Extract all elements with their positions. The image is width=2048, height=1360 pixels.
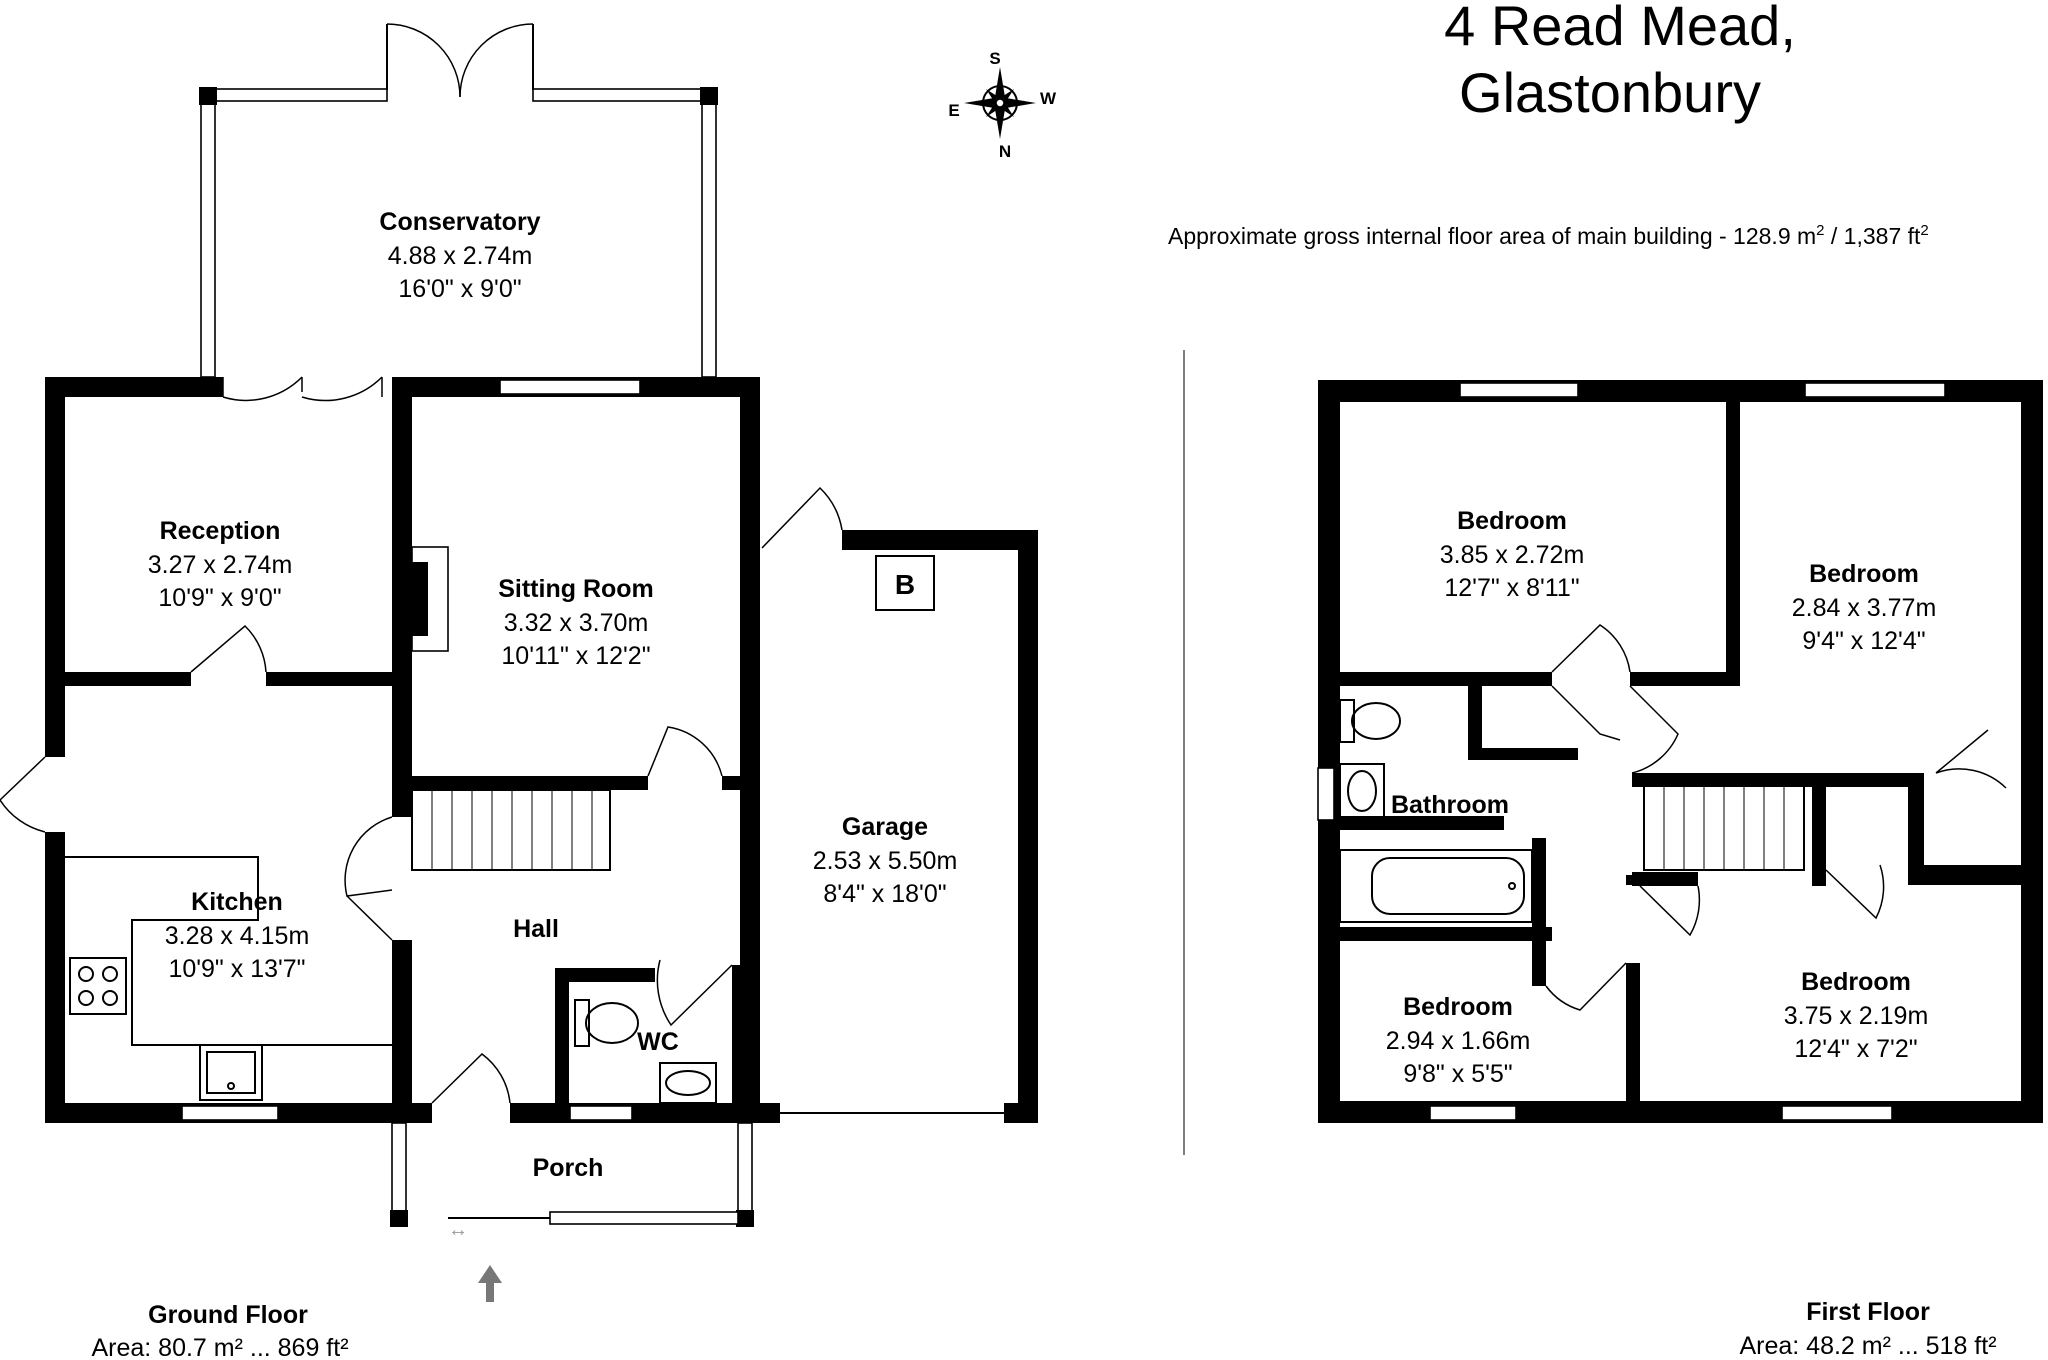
first-floor-plan bbox=[1317, 380, 2043, 1123]
bedroom-1-metric: 3.85 x 2.72m bbox=[1440, 541, 1585, 569]
hall-name: Hall bbox=[513, 915, 559, 943]
bathroom-fixtures bbox=[1339, 699, 1533, 923]
conservatory-imperial: 16'0" x 9'0" bbox=[398, 275, 521, 303]
reception-metric: 3.27 x 2.74m bbox=[148, 551, 293, 579]
bedroom-3-name: Bedroom bbox=[1801, 968, 1911, 996]
bedroom-1-imperial: 12'7" x 8'11" bbox=[1444, 574, 1579, 602]
bedroom-3-metric: 3.75 x 2.19m bbox=[1784, 1002, 1929, 1030]
reception-name: Reception bbox=[160, 517, 281, 545]
garage-imperial: 8'4" x 18'0" bbox=[823, 880, 946, 908]
conservatory-metric: 4.88 x 2.74m bbox=[388, 242, 533, 270]
bedroom-4-metric: 2.94 x 1.66m bbox=[1386, 1027, 1531, 1055]
ground-floor-label: Ground Floor bbox=[148, 1301, 308, 1329]
compass-icon bbox=[964, 67, 1036, 139]
kitchen-units bbox=[65, 856, 392, 1101]
bathroom-name: Bathroom bbox=[1391, 791, 1509, 819]
stairs-ground bbox=[411, 789, 611, 871]
gross-area-text: Approximate gross internal floor area of… bbox=[1168, 222, 1929, 249]
kitchen-metric: 3.28 x 4.15m bbox=[165, 922, 310, 950]
bedroom-2-metric: 2.84 x 3.77m bbox=[1792, 594, 1937, 622]
garage-name: Garage bbox=[842, 813, 928, 841]
wc-fixtures bbox=[574, 999, 717, 1104]
svg-text:↔: ↔ bbox=[448, 1219, 468, 1241]
compass-south-label: S bbox=[989, 49, 1000, 68]
porch-name: Porch bbox=[533, 1154, 604, 1182]
conservatory-glazing bbox=[199, 23, 718, 378]
property-title-line2: Glastonbury bbox=[1459, 61, 1761, 124]
sitting-room-imperial: 10'11" x 12'2" bbox=[501, 642, 650, 670]
sitting-room-metric: 3.32 x 3.70m bbox=[504, 609, 649, 637]
garage-metric: 2.53 x 5.50m bbox=[813, 847, 958, 875]
bedroom-3-imperial: 12'4" x 7'2" bbox=[1794, 1035, 1917, 1063]
bedroom-4-imperial: 9'8" x 5'5" bbox=[1403, 1060, 1512, 1088]
compass-north-label: N bbox=[999, 142, 1011, 161]
bedroom-4-name: Bedroom bbox=[1403, 993, 1513, 1021]
bedroom-2-name: Bedroom bbox=[1809, 560, 1919, 588]
compass-east-label: E bbox=[948, 101, 959, 120]
boiler-label: B bbox=[895, 569, 915, 600]
first-floor-area: Area: 48.2 m² ... 518 ft² bbox=[1739, 1332, 1996, 1360]
first-floor-label: First Floor bbox=[1806, 1298, 1930, 1326]
ground-floor-area: Area: 80.7 m² ... 869 ft² bbox=[91, 1334, 348, 1360]
stairs-first bbox=[1643, 785, 1805, 871]
reception-imperial: 10'9" x 9'0" bbox=[158, 584, 281, 612]
compass-west-label: W bbox=[1040, 89, 1057, 108]
kitchen-imperial: 10'9" x 13'7" bbox=[168, 955, 305, 983]
ground-floor-plan: ↔ bbox=[0, 23, 1038, 1302]
sitting-room-name: Sitting Room bbox=[498, 575, 654, 603]
kitchen-name: Kitchen bbox=[191, 888, 283, 916]
boiler-box bbox=[875, 555, 935, 611]
wc-name: WC bbox=[637, 1028, 679, 1056]
property-title-line1: 4 Read Mead, bbox=[1444, 0, 1796, 57]
bedroom-2-imperial: 9'4" x 12'4" bbox=[1802, 627, 1925, 655]
conservatory-name: Conservatory bbox=[379, 208, 540, 236]
bedroom-1-name: Bedroom bbox=[1457, 507, 1567, 535]
